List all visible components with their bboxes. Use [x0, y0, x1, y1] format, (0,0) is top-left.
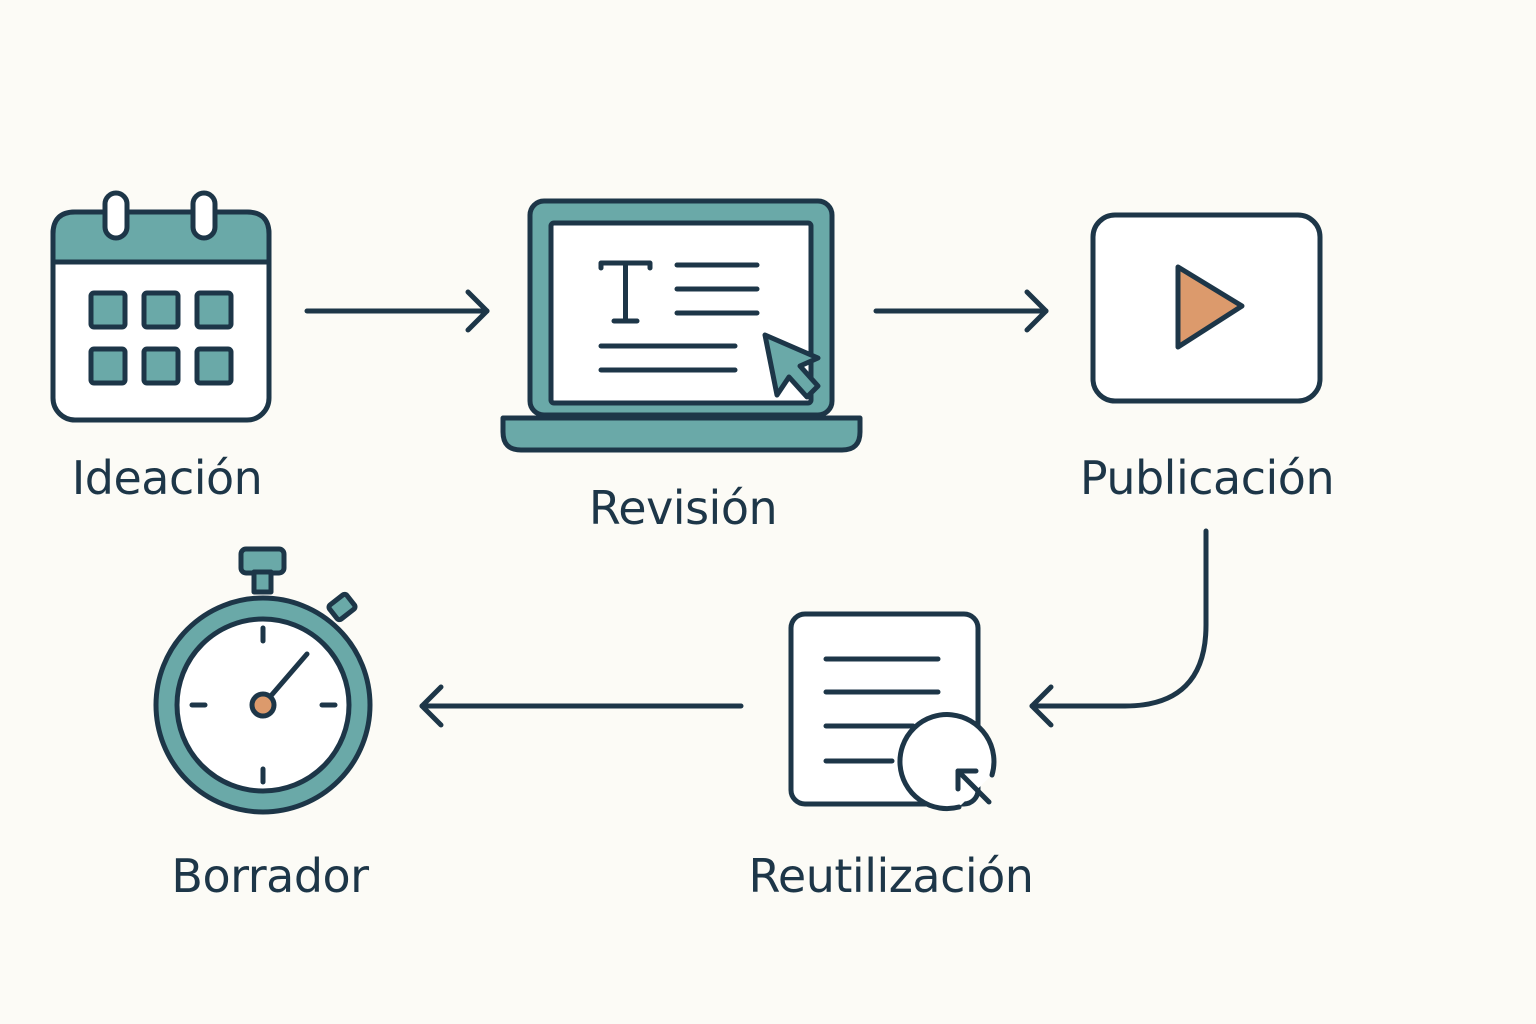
step-label-reutilizacion: Reutilización — [748, 849, 1034, 903]
stopwatch-icon — [153, 546, 373, 815]
arrowhead-icon — [465, 289, 490, 333]
arrow-publicacion-to-reutilizacion — [1029, 528, 1209, 728]
step-label-ideacion: Ideación — [71, 451, 263, 505]
arrow-revision-to-publicacion — [873, 289, 1049, 333]
arrowhead-icon — [1029, 684, 1054, 728]
calendar-icon — [50, 190, 272, 423]
arrowhead-icon — [419, 684, 444, 728]
arrow-ideacion-to-revision — [304, 289, 490, 333]
refresh-icon — [897, 712, 997, 812]
step-label-revision: Revisión — [588, 481, 778, 535]
cursor-icon — [762, 332, 821, 400]
arrow-reutilizacion-to-borrador — [419, 684, 744, 728]
document-refresh-icon — [788, 611, 997, 812]
play-video-icon — [1090, 212, 1323, 404]
step-label-publicacion: Publicación — [1079, 451, 1335, 505]
step-label-borrador: Borrador — [171, 849, 369, 903]
laptop-editor-icon — [500, 198, 863, 453]
text-format-icon — [598, 260, 653, 324]
arrowhead-icon — [1024, 289, 1049, 333]
